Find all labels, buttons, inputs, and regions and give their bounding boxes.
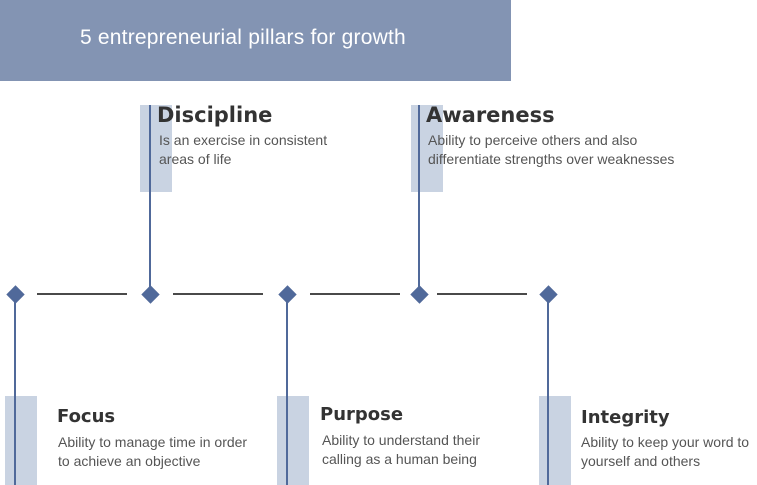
- pillar-desc-purpose: Ability to understand their calling as a …: [322, 431, 480, 469]
- pillar-title-purpose: Purpose: [320, 404, 404, 425]
- desc-line: to achieve an objective: [58, 453, 201, 469]
- diamond-marker-icon: [410, 285, 429, 304]
- timeline-segment: [37, 293, 127, 295]
- pillar-title-integrity: Integrity: [581, 407, 670, 428]
- diagram-title: 5 entrepreneurial pillars for growth: [80, 26, 406, 49]
- pillar-desc-awareness: Ability to perceive others and also diffe…: [428, 131, 674, 169]
- purpose-connector: [286, 294, 288, 485]
- discipline-band: [140, 105, 172, 192]
- timeline-segment: [310, 293, 400, 295]
- purpose-band: [277, 396, 309, 485]
- pillar-title-discipline: Discipline: [157, 103, 273, 127]
- pillar-desc-integrity: Ability to keep your word to yourself and…: [581, 433, 749, 471]
- desc-line: Ability to manage time in order: [58, 434, 248, 450]
- integrity-band: [539, 396, 571, 485]
- desc-line: areas of life: [159, 151, 232, 167]
- desc-line: Ability to understand their: [322, 432, 480, 448]
- diamond-marker-icon: [141, 285, 160, 304]
- discipline-connector: [149, 105, 151, 294]
- desc-line: differentiate strengths over weaknesses: [428, 151, 675, 167]
- header-banner: 5 entrepreneurial pillars for growth: [0, 0, 511, 81]
- timeline-segment: [173, 293, 263, 295]
- diamond-marker-icon: [278, 285, 297, 304]
- diamond-marker-icon: [539, 285, 558, 304]
- desc-line: Is an exercise in consistent: [159, 132, 328, 148]
- diamond-marker-icon: [6, 285, 25, 304]
- focus-connector: [14, 294, 16, 485]
- desc-line: yourself and others: [581, 453, 701, 469]
- integrity-connector: [547, 294, 549, 485]
- timeline-segment: [437, 293, 527, 295]
- awareness-connector: [418, 105, 420, 294]
- pillar-title-awareness: Awareness: [426, 103, 555, 127]
- pillar-desc-discipline: Is an exercise in consistent areas of lif…: [159, 131, 327, 169]
- awareness-band: [411, 105, 443, 192]
- desc-line: calling as a human being: [322, 451, 477, 467]
- focus-band: [5, 396, 37, 485]
- desc-line: Ability to keep your word to: [581, 434, 750, 450]
- pillar-title-focus: Focus: [57, 406, 116, 427]
- desc-line: Ability to perceive others and also: [428, 132, 638, 148]
- pillar-desc-focus: Ability to manage time in order to achiev…: [58, 433, 247, 471]
